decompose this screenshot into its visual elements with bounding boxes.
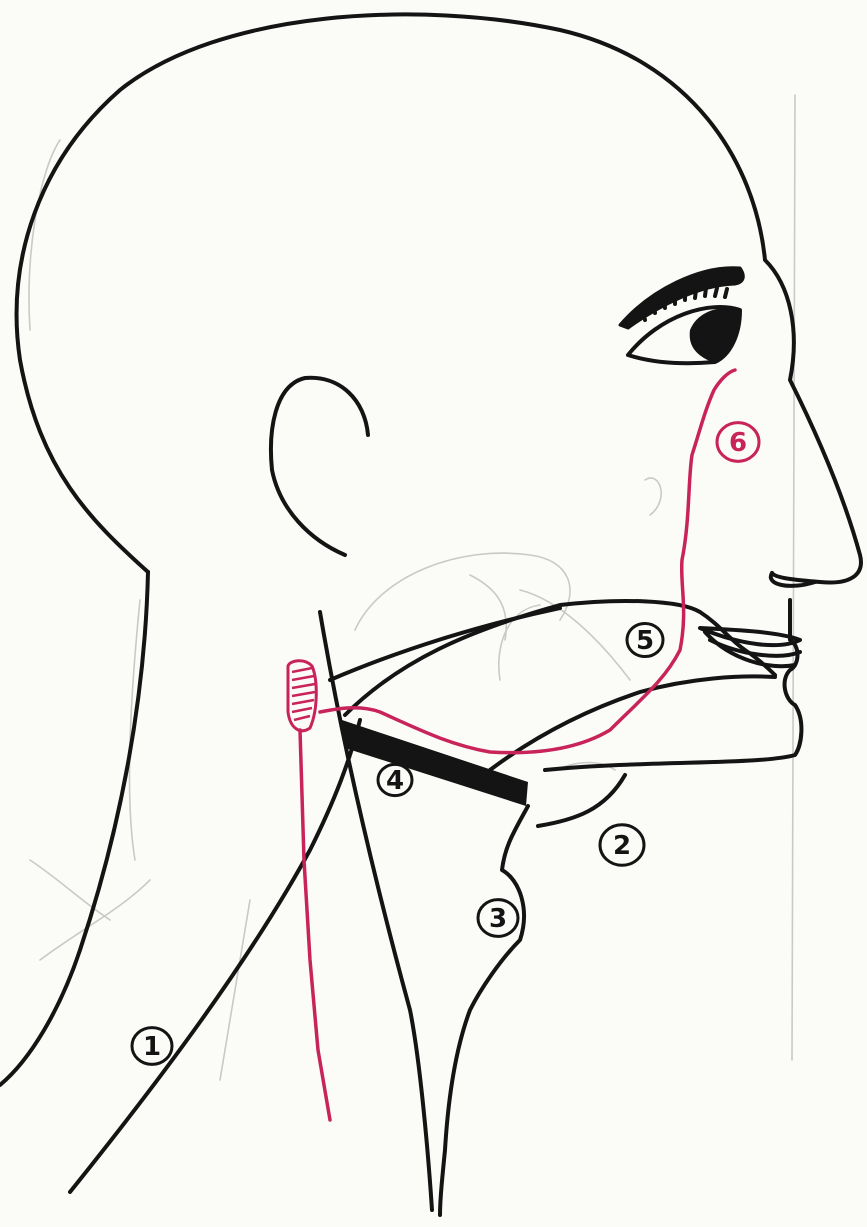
label-4: 4 — [378, 764, 412, 796]
head-outline — [17, 14, 861, 582]
label-number-1: 1 — [143, 1032, 161, 1062]
nerve-ganglion-coils — [292, 668, 315, 720]
eye-iris — [690, 308, 740, 362]
numbered-labels: 1 2 3 4 5 6 — [132, 423, 759, 1065]
larynx-profile — [440, 806, 528, 1215]
label-number-4: 4 — [386, 766, 404, 796]
label-number-2: 2 — [613, 831, 631, 861]
label-2: 2 — [600, 825, 644, 865]
label-6: 6 — [717, 423, 759, 462]
submandibular-curve — [538, 775, 625, 826]
neck-diagonal-line — [70, 720, 360, 1192]
sternocleidomastoid-border — [320, 612, 432, 1210]
submandibular-line — [490, 676, 775, 770]
pencil-sketch — [29, 140, 661, 1080]
label-3: 3 — [478, 900, 518, 937]
label-number-3: 3 — [489, 904, 507, 934]
mandible-lower-border — [345, 601, 775, 715]
nerve-vertical — [300, 730, 330, 1120]
label-number-6: 6 — [729, 428, 747, 458]
neck-back-line — [0, 572, 148, 1085]
ear — [271, 378, 368, 555]
nerve-hypoglossal — [320, 370, 735, 753]
label-1: 1 — [132, 1028, 172, 1065]
label-number-5: 5 — [636, 626, 654, 656]
label-5: 5 — [627, 623, 663, 656]
